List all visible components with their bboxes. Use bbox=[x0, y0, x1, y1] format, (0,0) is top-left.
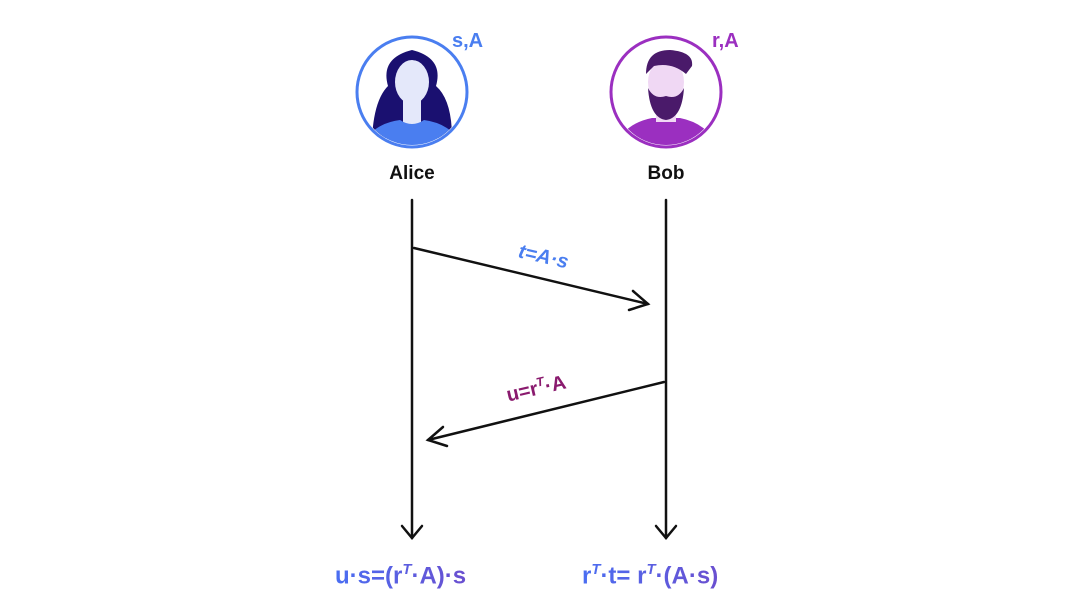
bob-result: rT·t= rT·(A·s) bbox=[582, 562, 718, 591]
bob-name: Bob bbox=[647, 163, 685, 184]
bob-result-part: ·(A·s) bbox=[655, 562, 719, 590]
bob-lifeline-arrowhead bbox=[654, 524, 678, 540]
message-arrow-2-head bbox=[425, 425, 449, 448]
bob-avatar bbox=[609, 35, 723, 149]
bob-result-part: ·t= r bbox=[600, 562, 647, 590]
alice-keys: s,A bbox=[452, 30, 484, 52]
message-label-2-rest: ·A bbox=[542, 371, 569, 398]
alice-result-part: ·A)·s bbox=[411, 562, 467, 590]
alice-avatar bbox=[355, 35, 469, 149]
bob-result-part: r bbox=[582, 562, 592, 590]
bob-keys: r,A bbox=[712, 30, 739, 52]
message-arrow-1-head bbox=[627, 289, 651, 312]
alice-result: u·s=(rT·A)·s bbox=[335, 562, 466, 591]
bob-result-sup: T bbox=[646, 562, 656, 578]
message-arrow-1 bbox=[412, 246, 650, 306]
alice-lifeline-arrowhead bbox=[400, 524, 424, 540]
alice-name: Alice bbox=[389, 163, 435, 184]
message-arrow-2 bbox=[426, 380, 666, 442]
alice-result-part: u·s=(r bbox=[335, 562, 403, 590]
